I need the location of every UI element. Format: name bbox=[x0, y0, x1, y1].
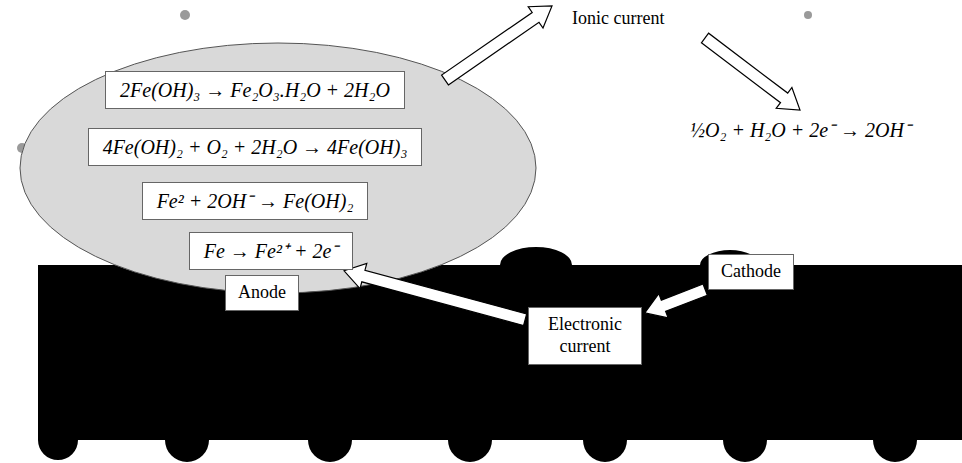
current-arrow bbox=[645, 284, 708, 318]
dot bbox=[804, 11, 812, 19]
box-text: Fe² + 2OH⁻ → Fe(OH)₂ bbox=[157, 189, 354, 213]
reaction-box: 4Fe(OH)₂ + O₂ + 2H₂O → 4Fe(OH)₃ bbox=[88, 128, 423, 166]
ionic-arrow bbox=[701, 33, 800, 110]
box-text: Fe → Fe²⁺ + 2e⁻ bbox=[204, 239, 339, 263]
box-text: 2Fe(OH)₃ → Fe₂O₃.H₂O + 2H₂O bbox=[120, 78, 390, 102]
current-arrow bbox=[344, 263, 527, 325]
ionic-arrow bbox=[442, 6, 552, 85]
electrode-label-box: Cathode bbox=[708, 254, 794, 290]
electrode-label-box: Anode bbox=[225, 275, 299, 311]
box-text: Cathode bbox=[721, 261, 781, 283]
box-text: 4Fe(OH)₂ + O₂ + 2H₂O → 4Fe(OH)₃ bbox=[103, 135, 408, 159]
reaction-box: Fe² + 2OH⁻ → Fe(OH)₂ bbox=[142, 182, 369, 220]
current-label: Ionic current bbox=[572, 8, 664, 30]
reaction-equation: ½O₂ + H₂O + 2e⁻ → 2OH⁻ bbox=[690, 118, 911, 142]
box-text: Anode bbox=[238, 282, 286, 304]
reaction-box: 2Fe(OH)₃ → Fe₂O₃.H₂O + 2H₂O bbox=[105, 71, 405, 109]
box-text: Electronic current bbox=[541, 314, 629, 357]
current-label-box: Electronic current bbox=[528, 307, 642, 364]
rust-zone bbox=[20, 43, 536, 293]
reaction-box: Fe → Fe²⁺ + 2e⁻ bbox=[189, 232, 354, 270]
dot bbox=[180, 10, 190, 20]
